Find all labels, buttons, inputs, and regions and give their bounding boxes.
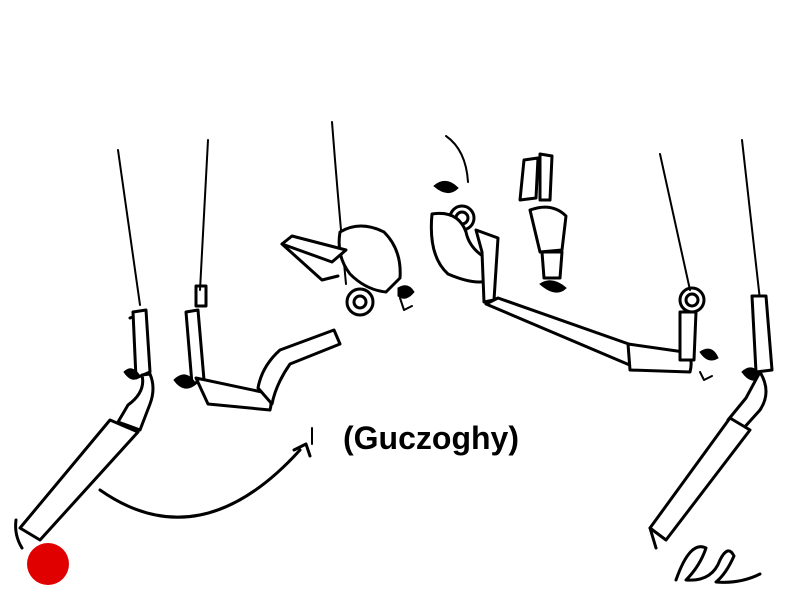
signature-icon: [676, 547, 760, 583]
figure-caption: (Guczoghy): [343, 420, 519, 457]
figure-1-hang: [16, 150, 153, 548]
figure-3-roll: [282, 122, 414, 315]
figure-4-tuck: [431, 136, 498, 302]
red-dot-icon: [27, 543, 69, 585]
figure-7-hang: [650, 140, 772, 548]
figure-5-inverted: [520, 154, 566, 292]
motion-arrow: [100, 428, 312, 517]
